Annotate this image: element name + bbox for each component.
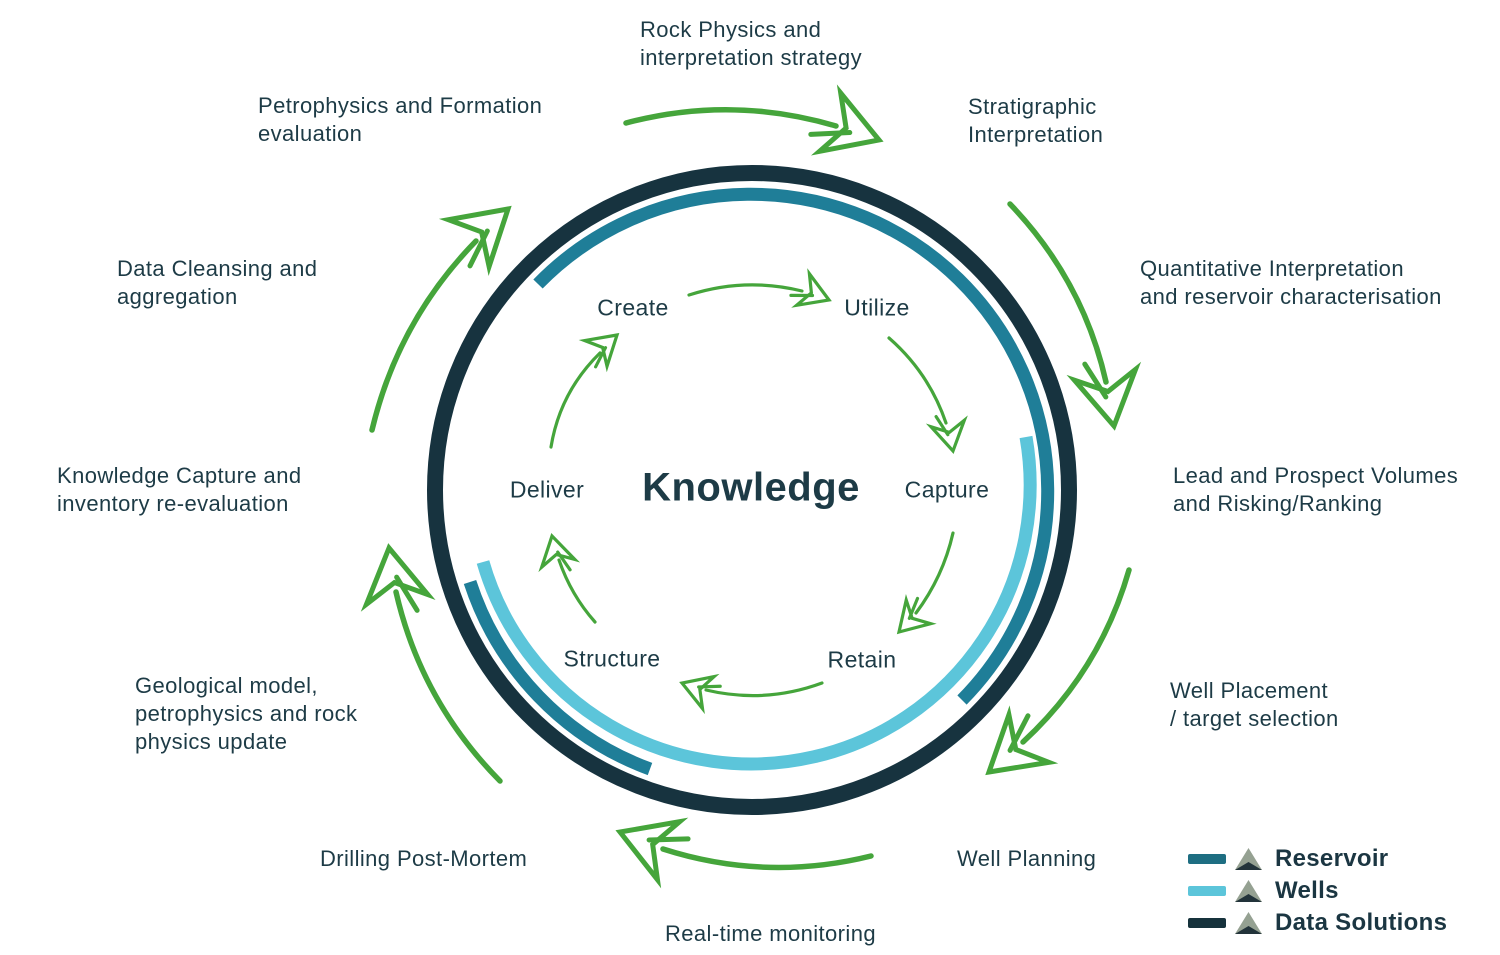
legend-row-reservoir: Reservoir: [1188, 843, 1447, 875]
inner-arrow-deliver-create: [549, 320, 630, 449]
pyramid-icon: [1235, 879, 1262, 902]
outer-label-rock-physics: Rock Physics and interpretation strategy: [640, 17, 862, 70]
outer-arrow-right-bottom: [969, 567, 1132, 796]
outer-label-realtime-monitoring: Real-time monitoring: [665, 921, 876, 946]
outer-label-quantitative: Quantitative Interpretation and reservoi…: [1140, 256, 1442, 309]
inner-arrow-utilize-capture: [887, 336, 972, 456]
inner-arrow-structure-deliver: [533, 530, 597, 624]
inner-arrow-retain-structure: [674, 665, 824, 714]
inner-arrow-capture-retain: [885, 531, 955, 646]
outer-arrow-bottom: [609, 803, 874, 885]
legend-row-wells: Wells: [1188, 875, 1447, 907]
outer-label-knowledge-capture: Knowledge Capture and inventory re-evalu…: [57, 463, 302, 516]
outer-label-petrophysics: Petrophysics and Formation evaluation: [258, 93, 543, 146]
outer-label-geological-model: Geological model, petrophysics and rock …: [135, 673, 358, 754]
outer-label-data-cleansing: Data Cleansing and aggregation: [117, 256, 318, 309]
inner-label-create: Create: [597, 294, 669, 321]
outer-arrow-right-top: [1007, 201, 1145, 431]
legend-row-data-solutions: Data Solutions: [1188, 907, 1447, 939]
legend: Reservoir Wells Data Solutions: [1188, 843, 1447, 939]
legend-label-reservoir: Reservoir: [1275, 845, 1389, 872]
outer-arrow-top: [623, 88, 890, 169]
pyramid-icon: [1235, 847, 1262, 870]
inner-label-retain: Retain: [827, 646, 897, 673]
outer-label-well-planning: Well Planning: [957, 846, 1097, 871]
inner-label-capture: Capture: [904, 476, 990, 503]
ring-data-solutions: [427, 165, 1077, 815]
pyramid-icon: [1235, 911, 1262, 934]
wells-color-bar: [1188, 886, 1226, 896]
inner-arrow-create-utilize: [687, 268, 837, 318]
legend-label-wells: Wells: [1275, 877, 1339, 904]
arc-reservoir-main: [533, 187, 1055, 705]
inner-label-deliver: Deliver: [509, 476, 585, 503]
outer-label-lead-prospect: Lead and Prospect Volumes and Risking/Ra…: [1173, 463, 1459, 516]
center-title-knowledge: Knowledge: [642, 465, 860, 510]
outer-arrow-left-bottom: [358, 543, 503, 784]
legend-label-data-solutions: Data Solutions: [1275, 909, 1448, 936]
inner-label-utilize: Utilize: [844, 294, 910, 321]
inner-label-structure: Structure: [563, 645, 661, 672]
reservoir-color-bar: [1188, 854, 1226, 864]
outer-arrow-left-top: [369, 186, 528, 433]
arc-wells: [476, 435, 1037, 771]
data-solutions-color-bar: [1188, 918, 1226, 928]
outer-label-stratigraphic: Stratigraphic Interpretation: [968, 94, 1104, 147]
arc-reservoir-secondary: [463, 579, 653, 776]
outer-label-drilling-post-mortem: Drilling Post-Mortem: [320, 846, 528, 871]
outer-label-well-placement: Well Placement / target selection: [1170, 678, 1339, 731]
